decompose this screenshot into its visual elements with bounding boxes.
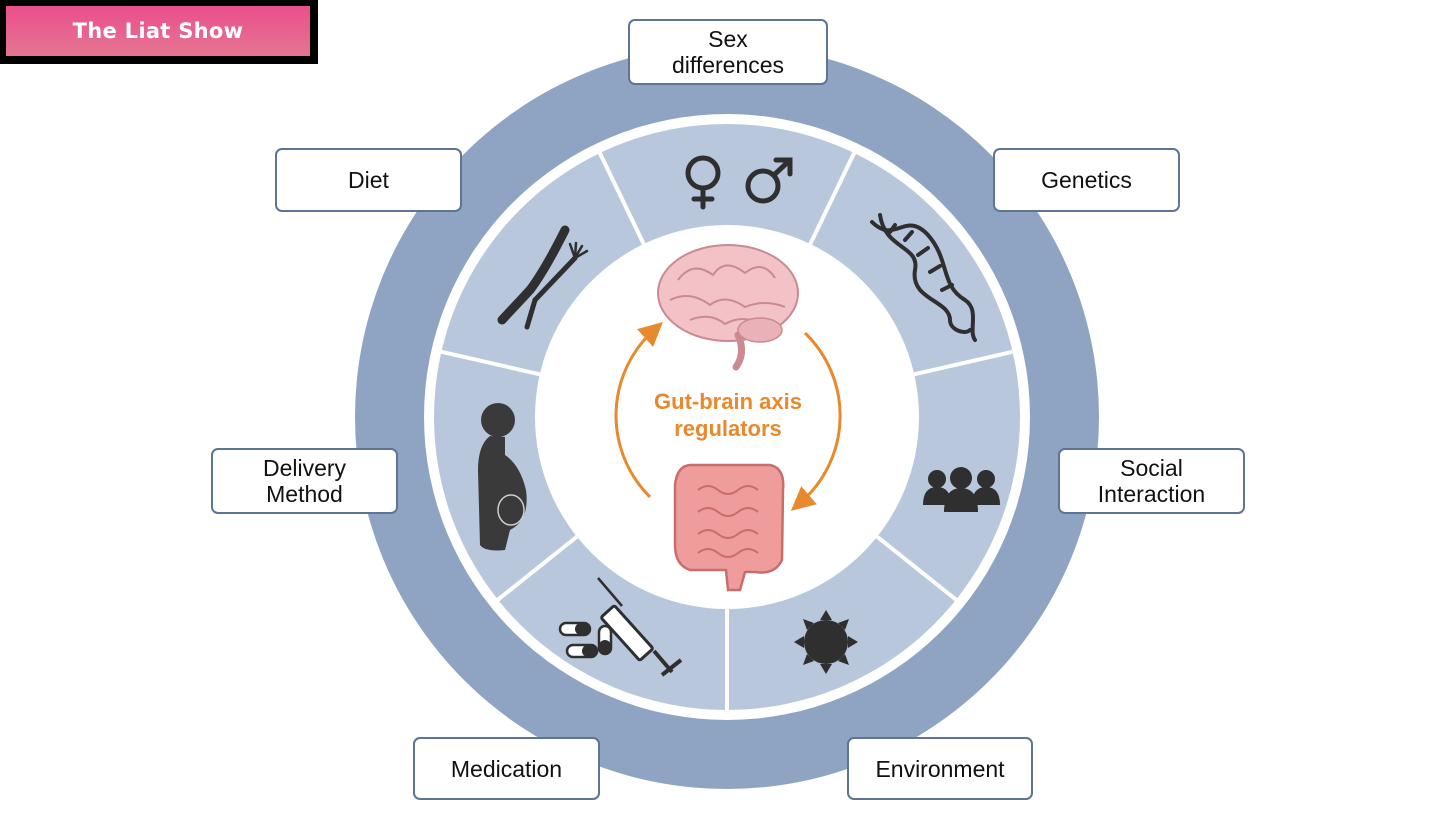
intestine-icon	[673, 463, 785, 592]
people-group-icon	[923, 467, 1000, 512]
segment-divider	[438, 349, 541, 377]
segment-divider	[808, 150, 857, 245]
dna-icon	[870, 213, 977, 342]
sun-icon	[794, 610, 858, 674]
show-badge-inner: The Liat Show	[6, 6, 310, 56]
show-title: The Liat Show	[72, 19, 244, 43]
segment-divider	[875, 535, 959, 603]
label-diet: Diet	[275, 148, 462, 212]
brain-icon	[657, 244, 799, 371]
label-medication: Medication	[413, 737, 600, 800]
center-disc	[535, 225, 919, 609]
pills-syringe-icon	[558, 577, 683, 677]
pregnant-woman-icon	[478, 403, 527, 551]
fork-knife-icon	[497, 225, 589, 330]
label-genetics: Genetics	[993, 148, 1180, 212]
segment-divider	[913, 349, 1016, 377]
segment-divider	[495, 535, 579, 603]
sex-symbols-icon	[685, 155, 793, 210]
label-environment: Environment	[847, 737, 1033, 800]
show-badge: The Liat Show	[0, 0, 318, 64]
segment-dividers	[438, 150, 1016, 712]
segment-divider	[597, 150, 646, 245]
arrow-up-icon	[614, 321, 663, 499]
arrow-down-icon	[790, 331, 842, 511]
